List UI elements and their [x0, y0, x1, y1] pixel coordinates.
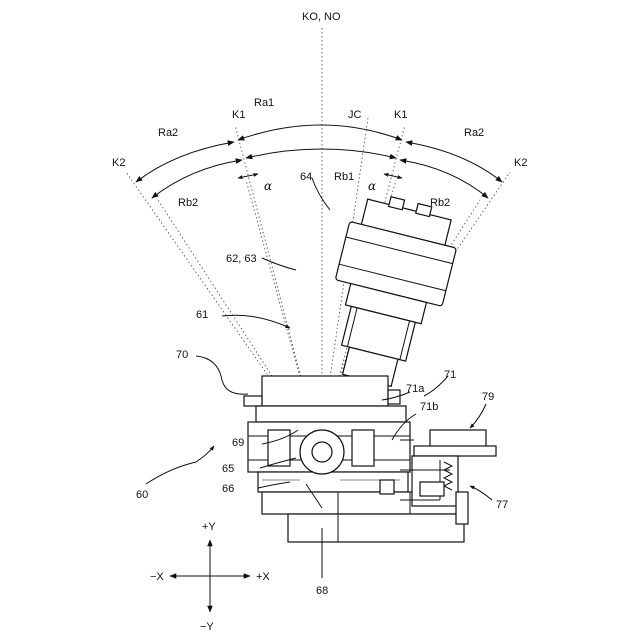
label-ra2-right: Ra2	[464, 127, 484, 139]
label-71: 71	[444, 369, 456, 381]
label-61: 61	[196, 309, 208, 321]
label-k1-right: K1	[394, 109, 407, 121]
label-alpha-right: α	[368, 179, 376, 193]
label-66: 66	[222, 483, 234, 495]
label-axis-minus-y: −Y	[200, 621, 214, 633]
label-k2-left: K2	[112, 157, 125, 169]
label-60: 60	[136, 489, 148, 501]
label-ra2-left: Ra2	[158, 127, 178, 139]
label-axis-plus-y: +Y	[202, 521, 216, 533]
rb-arcs	[152, 149, 488, 198]
label-rb2-left: Rb2	[178, 197, 198, 209]
label-ko-no: KO, NO	[302, 11, 341, 23]
label-71b: 71b	[420, 401, 438, 413]
label-69: 69	[232, 437, 244, 449]
label-65: 65	[222, 463, 234, 475]
label-axis-minus-x: −X	[150, 571, 164, 583]
label-70: 70	[176, 349, 188, 361]
label-62-63: 62, 63	[226, 253, 257, 265]
label-k1-left: K1	[232, 109, 245, 121]
label-77: 77	[496, 499, 508, 511]
label-79: 79	[482, 391, 494, 403]
label-71a: 71a	[406, 383, 425, 395]
label-jc: JC	[348, 109, 362, 121]
label-rb1: Rb1	[334, 171, 354, 183]
label-k2-right: K2	[514, 157, 527, 169]
coordinate-axes	[170, 540, 250, 612]
label-ra1: Ra1	[254, 97, 274, 109]
alpha-arcs	[238, 174, 402, 178]
label-64: 64	[300, 171, 312, 183]
label-alpha-left: α	[264, 179, 272, 193]
label-rb2-right: Rb2	[430, 197, 450, 209]
label-68: 68	[316, 585, 328, 597]
label-axis-plus-x: +X	[256, 571, 270, 583]
